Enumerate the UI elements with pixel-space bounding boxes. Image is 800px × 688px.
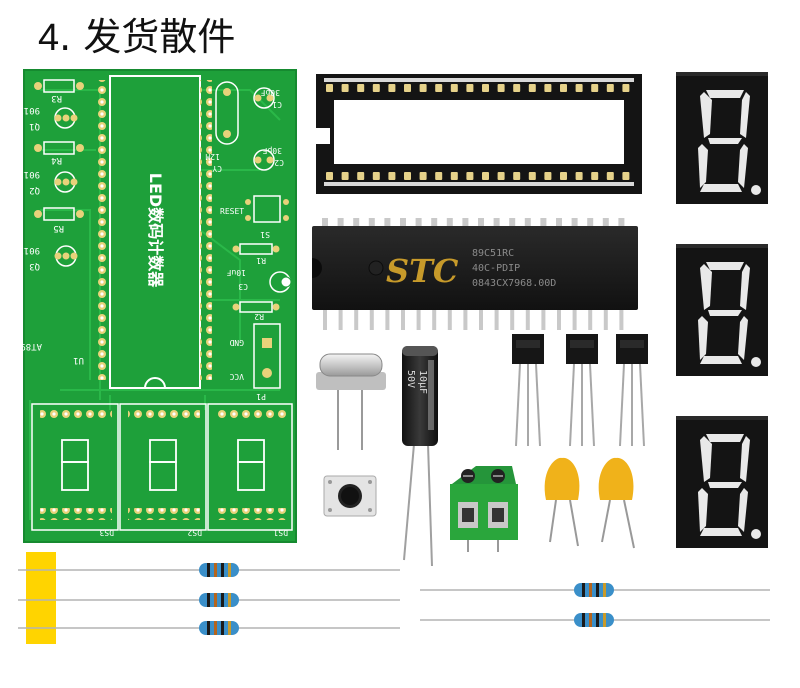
label-c3-val: 10uF [227,268,246,277]
seven-seg-display-2 [676,244,768,376]
display-footprints: DS3 DS2 DS1 [31,403,293,537]
label-cy: CY [212,164,222,173]
transistors [512,334,648,447]
seven-seg-display-3 [676,416,768,548]
u1-pads-left [96,80,108,380]
ic-socket [316,74,642,194]
seven-seg-display-1 [676,72,768,204]
label-ds2: DS2 [187,528,202,537]
ceramic-capacitors [544,457,635,549]
crystal-oscillator [316,353,386,450]
label-ds3: DS3 [99,528,114,537]
label-s1: S1 [260,230,270,239]
mcu-line3: 0843CX7968.00D [472,278,556,289]
label-c2-val: 30pF [263,146,282,155]
label-q1: Q1 [29,121,40,131]
resistor-3 [18,621,400,635]
label-q2: Q2 [29,185,40,195]
board-title: LED数码计数器 [146,173,165,288]
electrolytic-capacitor: 10μF 50V [402,346,438,567]
label-c1-val: 30pF [261,88,280,97]
label-q3-model: 9012 [18,245,40,255]
resistors [18,563,770,635]
label-c1: C1 [272,100,282,109]
resistor-4 [420,583,770,597]
label-c2: C2 [274,158,284,167]
label-q2-model: 9012 [18,169,40,179]
resistor-1 [18,563,400,577]
mcu-line1: 89C51RC [472,248,514,259]
label-reset: RESET [220,207,244,216]
transistor-3 [616,334,648,447]
label-q3: Q3 [29,261,40,271]
label-cy-val: 12M [205,152,220,161]
label-ds1: DS1 [273,528,288,537]
resistor-5 [420,613,770,627]
capacitor-voltage: 50V [405,370,416,388]
label-r1: R1 [256,256,266,265]
transistor-1 [512,334,544,447]
label-q1-model: 9012 [18,105,40,115]
label-r4: R4 [51,155,62,165]
capacitor-value: 10μF [417,370,428,394]
transistor-2 [566,334,598,447]
screw-terminal [450,466,518,552]
mcu-chip: STC 89C51RC 40C-PDIP 0843CX7968.00D [312,218,638,330]
label-c3: C3 [238,282,248,291]
pcb-board: LED数码计数器 R3 9012 Q1 R4 9012 Q2 R5 9012 Q… [4,69,297,543]
page-title: 4. 发货散件 [38,15,236,59]
label-u1-model: AT89S51 [4,341,42,351]
push-button [323,475,377,517]
seven-segment-displays [676,72,768,548]
label-r2: R2 [254,312,264,321]
label-vcc: VCC [229,372,244,381]
label-r5: R5 [53,223,64,233]
mcu-brand: STC [386,252,459,290]
label-r3: R3 [51,93,62,103]
u1-pads-right [200,80,212,380]
label-u1: U1 [73,355,84,365]
label-gnd: GND [229,338,244,347]
mcu-line2: 40C-PDIP [472,263,520,274]
resistor-tape [26,552,56,644]
label-p1: P1 [256,392,266,401]
resistor-2 [18,593,400,607]
